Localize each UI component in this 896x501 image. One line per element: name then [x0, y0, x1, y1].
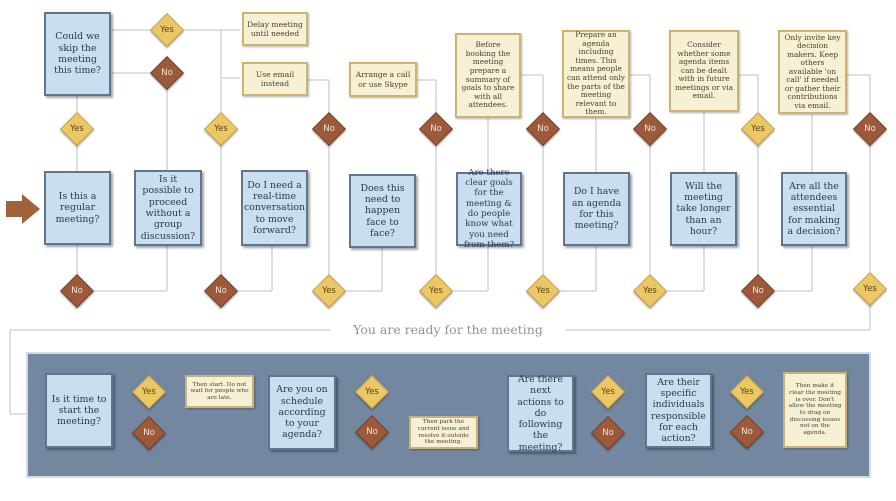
question-attendees-essential: Are all the attendees essential for maki…: [781, 172, 847, 246]
question-proceed-without-discussion: Is it possible to proceed without a grou…: [134, 170, 202, 246]
note-delay-meeting: Delay meeting until needed: [242, 12, 308, 46]
decision-yes-skip: Yes: [150, 13, 184, 47]
question-next-actions: Are there next actions to do following t…: [507, 374, 574, 453]
decision-yes-start: Yes: [132, 375, 166, 409]
question-face-to-face: Does this need to happen face to face?: [349, 174, 416, 248]
note-arrange-call: Arrange a call or use Skype: [349, 62, 417, 97]
question-regular-meeting: Is this a regular meeting?: [44, 171, 111, 245]
decision-no-attendees: No: [853, 112, 887, 146]
decision-yes-face: Yes: [419, 274, 453, 308]
decision-yes-realtime: Yes: [312, 274, 346, 308]
question-have-agenda: Do I have an agenda for this meeting?: [563, 172, 630, 246]
note-future-meetings: Consider whether some agenda items can b…: [669, 30, 739, 112]
note-key-decision-makers: Only invite key decision makers. Keep ot…: [778, 30, 847, 114]
decision-no-individuals: No: [730, 415, 764, 449]
decision-yes-agenda: Yes: [633, 274, 667, 308]
decision-no-agenda: No: [633, 112, 667, 146]
decision-yes-goals: Yes: [526, 274, 560, 308]
decision-no-proceed: No: [204, 274, 238, 308]
decision-yes-regular: Yes: [60, 112, 94, 146]
decision-no-face: No: [419, 112, 453, 146]
decision-yes-hour: Yes: [741, 112, 775, 146]
decision-no-next-actions: No: [591, 416, 625, 450]
decision-no-goals: No: [526, 112, 560, 146]
note-prepare-agenda: Prepare an agenda including times. This …: [562, 30, 630, 118]
decision-no-realtime: No: [312, 112, 346, 146]
decision-no-schedule: No: [355, 415, 389, 449]
question-skip-meeting: Could we skip the meeting this time?: [44, 12, 111, 96]
note-meeting-over: Then make it clear the meeting is over. …: [783, 372, 847, 448]
question-real-time-conversation: Do I need a real-time conversation to mo…: [241, 170, 308, 246]
decision-yes-attendees: Yes: [853, 272, 887, 306]
decision-yes-schedule: Yes: [355, 375, 389, 409]
decision-yes-individuals: Yes: [730, 375, 764, 409]
question-longer-than-hour: Will the meeting take longer than an hou…: [670, 172, 737, 246]
question-individuals-responsible: Are their specific individuals responsib…: [645, 373, 712, 448]
decision-no-hour: No: [741, 274, 775, 308]
note-then-start: Then start. Do not wait for people who a…: [185, 375, 254, 408]
start-arrow: [6, 194, 40, 224]
question-on-schedule: Are you on schedule according to your ag…: [268, 375, 336, 450]
note-prepare-goals: Before booking the meeting prepare a sum…: [455, 33, 521, 118]
question-time-to-start: Is it time to start the meeting?: [45, 373, 113, 448]
question-clear-goals: Are there clear goals for the meeting & …: [456, 168, 522, 250]
note-park-issue: Then park the current issue and resolve …: [409, 416, 478, 449]
decision-no-skip: No: [150, 56, 184, 90]
decision-yes-proceed: Yes: [204, 112, 238, 146]
note-use-email: Use email instead: [242, 62, 308, 96]
decision-no-regular: No: [60, 274, 94, 308]
ready-separator: You are ready for the meeting: [330, 321, 566, 339]
decision-yes-next-actions: Yes: [591, 375, 625, 409]
meeting-run-panel: [26, 352, 871, 478]
decision-no-start: No: [132, 416, 166, 450]
